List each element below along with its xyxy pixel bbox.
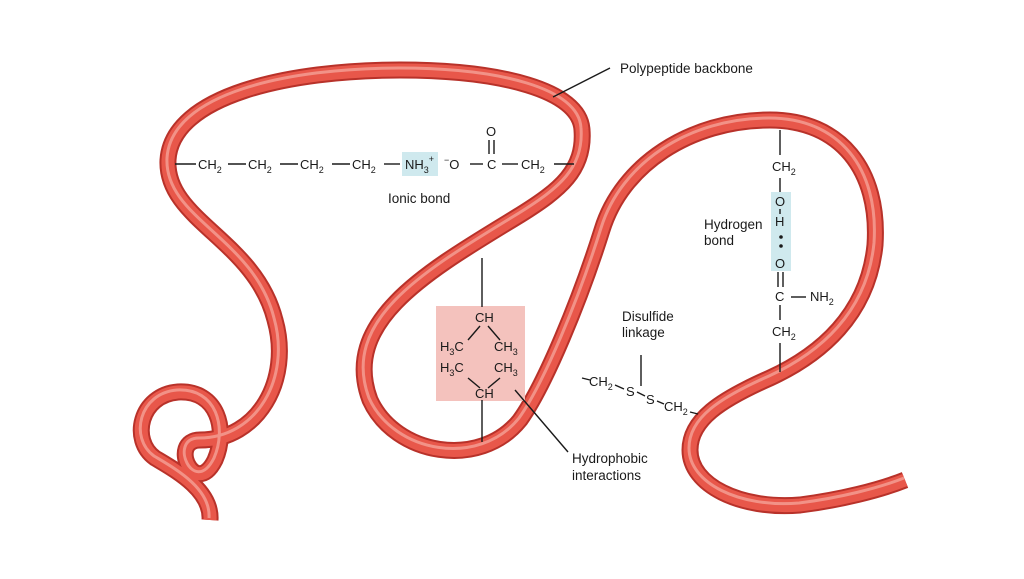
ch2-left: CH2 <box>589 374 613 392</box>
disulfide-bond <box>636 391 646 397</box>
disulfide-bond <box>614 384 625 390</box>
h3c-upper: H3C <box>440 339 464 357</box>
ch2-top: CH2 <box>772 159 796 177</box>
branch-bond <box>467 325 481 341</box>
ionic-highlight <box>402 152 438 176</box>
ch2-right: CH2 <box>664 399 688 417</box>
h3c-lower: H3C <box>440 360 464 378</box>
amide-carbon: C <box>775 289 784 304</box>
ch2-group-5: CH2 <box>521 157 545 175</box>
branch-bond <box>467 377 481 389</box>
hydrophobic-label-line2: interactions <box>572 468 641 483</box>
backbone-tube-edge <box>132 61 909 521</box>
branch-bond <box>487 325 501 341</box>
hbond-dot <box>779 244 783 248</box>
disulfide-bond <box>689 411 699 415</box>
disulfide-bond <box>656 400 665 405</box>
hydroxyl-hydrogen: H <box>775 214 784 229</box>
ch2-bottom: CH2 <box>772 324 796 342</box>
hydrophobic-label-line1: Hydrophobic <box>572 451 648 466</box>
hydrophobic-leader-line <box>514 389 569 453</box>
ch-upper: CH <box>475 310 494 325</box>
ionic-bond-chain: CH2 CH2 CH2 CH2 NH3+ −O C O CH2 <box>175 124 574 176</box>
ch2-group-2: CH2 <box>248 157 272 175</box>
hydrogen-label-line2: bond <box>704 233 734 248</box>
nh3-plus-group: NH3+ <box>405 154 434 175</box>
carbonyl-oxygen: O <box>775 256 785 271</box>
hydrogen-label-line1: Hydrogen <box>704 217 763 232</box>
disulfide-linkage: CH2 S S CH2 <box>581 374 699 417</box>
branch-bond <box>487 377 501 389</box>
sulfur-right: S <box>646 392 655 407</box>
backbone-tube-body <box>134 63 908 521</box>
ch2-group-1: CH2 <box>198 157 222 175</box>
ch-lower: CH <box>475 386 494 401</box>
ionic-bond-label: Ionic bond <box>388 191 450 206</box>
polypeptide-backbone <box>132 61 909 521</box>
hydrogen-bond-chain: CH2 O H O C NH2 CH2 <box>771 130 834 372</box>
hbond-dot <box>779 235 783 239</box>
carboxylate-o-minus: −O <box>444 155 459 172</box>
carbonyl-carbon: C <box>487 157 496 172</box>
ch2-group-3: CH2 <box>300 157 324 175</box>
ch3-lower: CH3 <box>494 360 518 378</box>
hydroxyl-oxygen: O <box>775 194 785 209</box>
disulfide-label-line1: Disulfide <box>622 309 674 324</box>
disulfide-bond <box>581 377 591 381</box>
backbone-leader-line <box>552 67 611 98</box>
backbone-tube-highlight <box>138 66 905 519</box>
hydrophobic-highlight-box <box>436 306 525 401</box>
sulfur-left: S <box>626 384 635 399</box>
disulfide-label-line2: linkage <box>622 325 665 340</box>
hydrophobic-interaction-group: CH H3C CH3 H3C CH3 CH <box>436 258 525 442</box>
carbonyl-oxygen: O <box>486 124 496 139</box>
backbone-label: Polypeptide backbone <box>620 61 753 76</box>
hydrogen-highlight <box>771 192 791 271</box>
amide-nh2: NH2 <box>810 289 834 307</box>
ch2-group-4: CH2 <box>352 157 376 175</box>
ch3-upper: CH3 <box>494 339 518 357</box>
